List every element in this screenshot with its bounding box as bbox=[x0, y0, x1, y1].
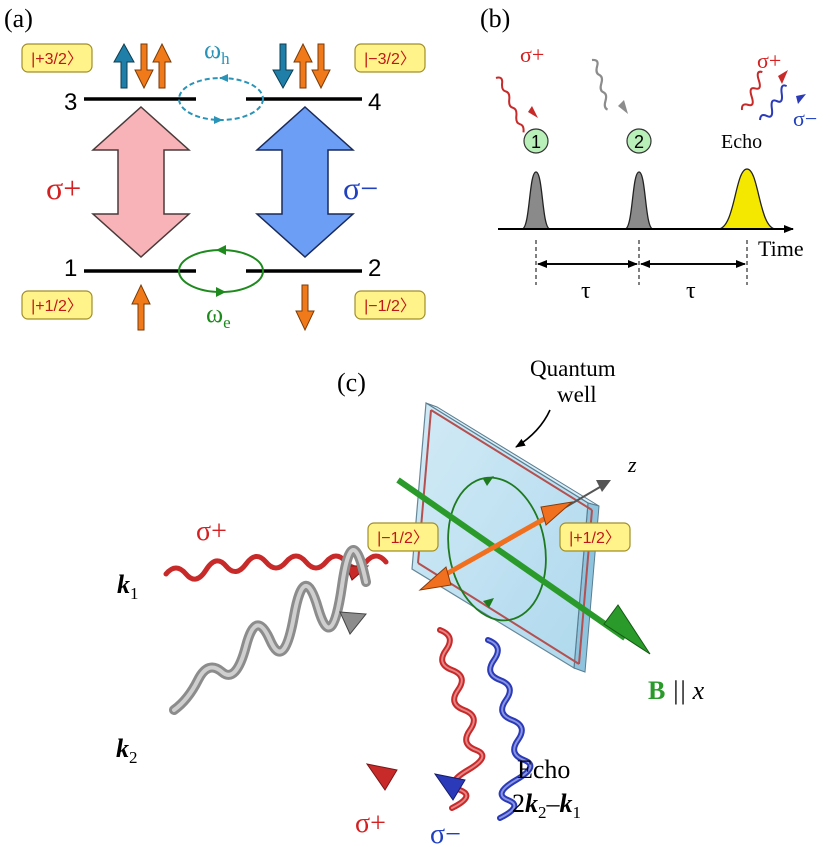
state-badge-plus-3-2: |+3/2〉 bbox=[21, 43, 93, 73]
sigma-minus-label: σ− bbox=[343, 170, 378, 206]
spin-arrow-level-2 bbox=[295, 284, 315, 332]
precession-arrow-top bbox=[483, 476, 494, 486]
outgoing-sigma-plus-label: σ+ bbox=[355, 808, 386, 839]
level-1-label: 1 bbox=[64, 255, 77, 282]
magnetic-field-arrow-head bbox=[603, 604, 651, 655]
echo-formula: 2k2–k1 bbox=[512, 789, 581, 822]
pulse-1-number: 1 bbox=[531, 132, 541, 152]
echo-red-wave-head bbox=[778, 70, 788, 84]
spin-arrows-level-3 bbox=[113, 42, 172, 90]
z-axis-label: z bbox=[627, 452, 637, 477]
pulse-1-wave-head bbox=[528, 106, 538, 118]
pulse-2-number: 2 bbox=[634, 132, 644, 152]
magnetic-field-arrow bbox=[396, 477, 627, 641]
sigma-minus-transition-arrow bbox=[255, 105, 355, 259]
svg-text:|−1/2〉: |−1/2〉 bbox=[377, 530, 429, 547]
pulse-1-sigma-plus-label: σ+ bbox=[520, 42, 544, 67]
level-3-label: 3 bbox=[64, 89, 77, 116]
pulse-2-wave-icon bbox=[591, 58, 609, 111]
svg-text:|+1/2〉: |+1/2〉 bbox=[31, 298, 83, 315]
echo-blue-helix-head bbox=[433, 773, 466, 801]
outgoing-sigma-minus-label: σ− bbox=[430, 819, 461, 847]
spin-arrows-level-4 bbox=[272, 42, 331, 90]
pulse-2-wave-head bbox=[618, 100, 628, 114]
level-2-label: 2 bbox=[368, 255, 381, 282]
echo-c-label: Echo bbox=[517, 755, 570, 784]
panel-a-label: (a) bbox=[4, 4, 33, 33]
echo-pulse-shape bbox=[717, 168, 777, 230]
spin-arrow-level-1 bbox=[131, 283, 151, 331]
tau-2-label: τ bbox=[686, 278, 696, 304]
quantum-well-label-line2: well bbox=[557, 382, 597, 407]
sigma-plus-transition-arrow bbox=[91, 105, 191, 259]
panel-a: (a) |+3/2〉 |−3/2〉 |+1/2〉 |−1/2〉 bbox=[4, 4, 426, 332]
state-badge-minus-1-2-c: |−1/2〉 bbox=[367, 522, 439, 552]
echo-red-helix-head bbox=[365, 763, 398, 791]
omega-h-label: ωh bbox=[204, 35, 230, 68]
pulse-1-wave-icon bbox=[495, 76, 525, 133]
echo-sigma-plus-label: σ+ bbox=[757, 48, 781, 73]
echo-red-wave-icon bbox=[740, 70, 763, 111]
echo-sigma-minus-label: σ− bbox=[793, 106, 817, 131]
pulse-2-badge bbox=[626, 128, 652, 154]
echo-label: Echo bbox=[721, 131, 762, 153]
level-4-label: 4 bbox=[368, 89, 381, 116]
pulse-1-shape bbox=[521, 171, 551, 230]
panel-c: (c) Quantum well z bbox=[116, 356, 705, 847]
sigma-plus-label: σ+ bbox=[46, 170, 81, 206]
panel-b-label: (b) bbox=[480, 4, 510, 33]
panel-b: (b) σ+ σ+ σ− 1 2 Echo Time bbox=[480, 4, 817, 304]
pulse-1-badge bbox=[523, 128, 549, 154]
spin-arrow-head-right bbox=[540, 501, 574, 526]
svg-text:|−1/2〉: |−1/2〉 bbox=[364, 298, 416, 315]
z-axis-head bbox=[596, 480, 611, 492]
k2-wave-highlight bbox=[172, 548, 368, 712]
state-badge-plus-1-2-c: |+1/2〉 bbox=[559, 522, 631, 552]
quantum-well-label-line1: Quantum bbox=[530, 356, 616, 381]
echo-blue-wave-icon bbox=[759, 84, 788, 121]
state-badge-minus-3-2: |−3/2〉 bbox=[354, 43, 426, 73]
time-axis-label: Time bbox=[758, 236, 804, 261]
spin-arrow-head-left bbox=[418, 566, 452, 591]
echo-blue-helix-highlight bbox=[487, 639, 532, 819]
echo-blue-wave-head bbox=[796, 94, 806, 104]
k2-label: k2 bbox=[116, 734, 138, 767]
precession-loop bbox=[447, 476, 547, 622]
spin-axis bbox=[430, 507, 562, 585]
precession-arrow-bottom bbox=[483, 598, 494, 608]
magnetic-field-label: B || x bbox=[648, 676, 705, 705]
state-badge-plus-1-2: |+1/2〉 bbox=[21, 290, 93, 320]
tau-1-label: τ bbox=[581, 278, 591, 304]
incoming-sigma-plus-label: σ+ bbox=[196, 516, 227, 547]
panel-c-label: (c) bbox=[337, 368, 366, 397]
k2-wave-head bbox=[339, 611, 367, 635]
omega-e-label: ωe bbox=[206, 299, 231, 332]
quantum-well-pointer bbox=[515, 409, 551, 448]
pulse-2-shape bbox=[624, 171, 654, 230]
svg-text:|−3/2〉: |−3/2〉 bbox=[364, 51, 416, 68]
quantum-well-slab bbox=[411, 401, 600, 673]
state-badge-minus-1-2: |−1/2〉 bbox=[354, 290, 426, 320]
svg-text:|+1/2〉: |+1/2〉 bbox=[569, 530, 621, 547]
k1-label: k1 bbox=[117, 570, 139, 603]
svg-text:|+3/2〉: |+3/2〉 bbox=[31, 51, 83, 68]
